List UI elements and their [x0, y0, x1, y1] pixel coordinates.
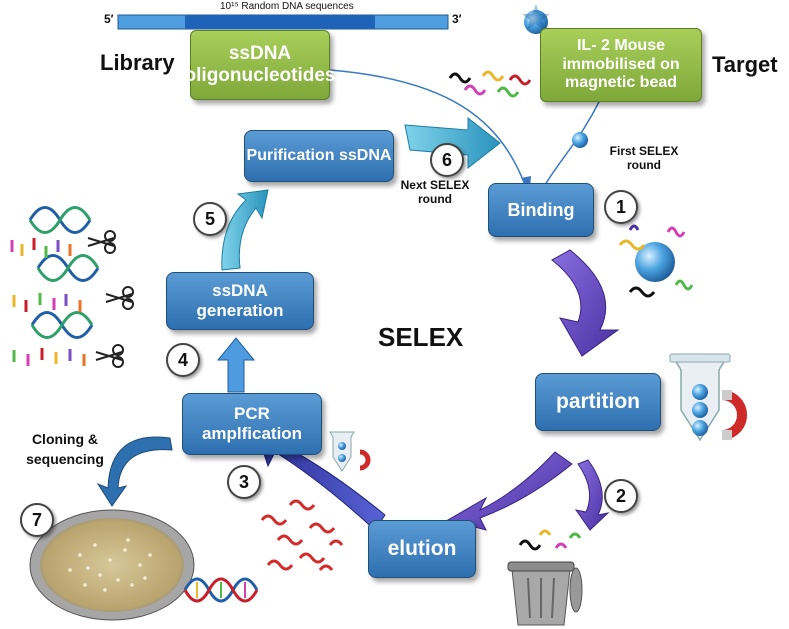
- small-tube-magnet-icon: [329, 431, 371, 472]
- step-number-3: 3: [227, 465, 261, 499]
- target-box-label: IL- 2 Mouse immobilised on magnetic bead: [562, 37, 680, 92]
- step-ssdna-generation-box[interactable]: ssDNA generation: [166, 272, 314, 330]
- step-pcr-box[interactable]: PCR amplfication: [182, 393, 322, 455]
- step-number-2: 2: [604, 479, 638, 513]
- step-number-5: 5: [193, 202, 227, 236]
- step-number-7: 7: [20, 503, 54, 537]
- dna-helix-icon: [183, 577, 259, 603]
- step-number-1: 1: [604, 190, 638, 224]
- waste-oligo-squiggles: [518, 529, 582, 551]
- random-dna-label: 10¹⁵ Random DNA sequences: [220, 1, 354, 12]
- library-box: ssDNA oligonucleotides: [185, 30, 335, 100]
- target-to-binding-line: [544, 99, 601, 186]
- library-title: Library: [100, 50, 175, 75]
- oligo-squiggles: [448, 70, 532, 98]
- library-to-binding-line: [329, 69, 526, 186]
- tube-magnet-icon: [669, 353, 747, 442]
- step-elution-box[interactable]: elution: [368, 520, 476, 578]
- dna-end-3-label: 3′: [452, 12, 462, 26]
- next-round-label: Next SELEX round: [400, 178, 470, 206]
- target-title: Target: [712, 52, 778, 77]
- arrow-pcr-to-ssdna: [216, 337, 256, 393]
- step-binding-label: Binding: [507, 199, 575, 220]
- dna-end-5-label: 5′: [104, 12, 114, 26]
- first-round-label: First SELEX round: [609, 144, 679, 172]
- trash-bin-icon: [507, 561, 583, 626]
- step-number-6: 6: [430, 143, 464, 177]
- enriched-aptamers-icon: [260, 499, 344, 571]
- step-binding-box[interactable]: Binding: [488, 183, 594, 237]
- step-number-4: 4: [166, 343, 200, 377]
- dna-scissors-icon: [10, 206, 134, 368]
- arrow-partition-to-elution: [446, 451, 573, 531]
- step-elution-label: elution: [387, 537, 457, 560]
- step-purification-label: Purification ssDNA: [246, 146, 392, 164]
- step-ssdna-generation-label: ssDNA generation: [196, 281, 284, 320]
- step-pcr-label: PCR amplfication: [201, 404, 303, 443]
- cloning-label: Cloning & sequencing: [26, 431, 104, 467]
- selex-center-label: SELEX: [378, 322, 464, 352]
- step-partition-box[interactable]: partition: [535, 373, 661, 431]
- arrow-pcr-to-cloning: [96, 436, 173, 507]
- bead-small-icon: [572, 132, 588, 148]
- arrow-ssdna-to-purification: [221, 189, 269, 271]
- bead-aptamer-complex-icon: [618, 224, 694, 298]
- arrow-partition-to-waste: [574, 459, 610, 531]
- target-box: IL- 2 Mouse immobilised on magnetic bead: [540, 28, 702, 102]
- arrow-binding-to-partition: [551, 249, 620, 357]
- step-purification-box[interactable]: Purification ssDNA: [244, 130, 394, 182]
- petri-dish-icon: [29, 509, 195, 621]
- random-dna-bar: [117, 14, 449, 30]
- step-partition-label: partition: [556, 390, 640, 413]
- library-box-label: ssDNA oligonucleotides: [184, 43, 336, 86]
